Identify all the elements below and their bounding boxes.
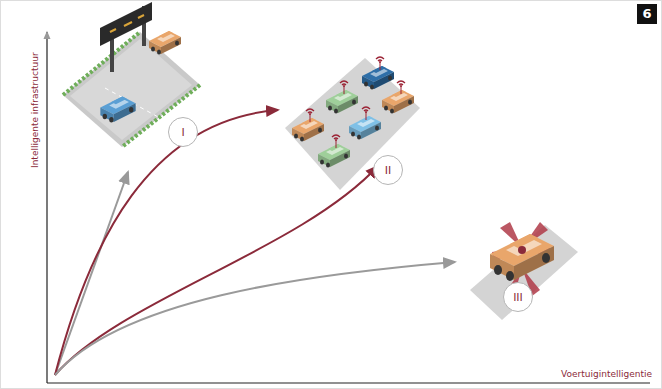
y-axis-label: Intelligente infrastructuur [30,52,40,168]
roman-numeral-circle: I [168,117,198,147]
figure-number: 6 [637,4,657,24]
x-axis-label: Voertuigintelligentie [561,369,652,379]
numeral-text: I [181,126,184,139]
numeral-text: II [385,164,392,177]
roman-numeral-circle: III [503,282,533,312]
numeral-text: III [513,291,523,304]
roman-numeral-circle: II [373,155,403,185]
